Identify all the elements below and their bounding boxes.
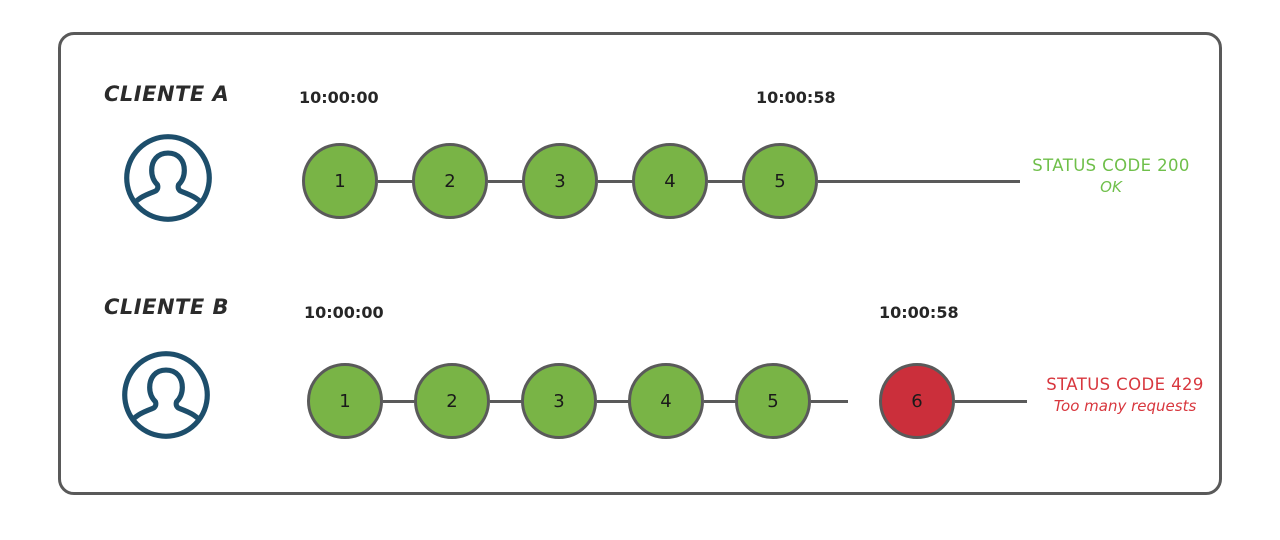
request-node[interactable]: 2 xyxy=(412,143,488,219)
request-node-label: 5 xyxy=(774,170,786,192)
status-code-b: STATUS CODE 429 xyxy=(1046,375,1204,394)
request-node[interactable]: 1 xyxy=(302,143,378,219)
request-node-label: 4 xyxy=(664,170,676,192)
request-node[interactable]: 3 xyxy=(522,143,598,219)
connector xyxy=(811,400,848,403)
request-node-label: 4 xyxy=(660,390,672,412)
request-node[interactable]: 4 xyxy=(632,143,708,219)
request-node-label: 2 xyxy=(446,390,458,412)
connector xyxy=(598,180,636,183)
request-node[interactable]: 4 xyxy=(628,363,704,439)
request-node[interactable]: 3 xyxy=(521,363,597,439)
request-node-label: 6 xyxy=(911,390,923,412)
request-node-label: 3 xyxy=(553,390,565,412)
status-tail-line-a xyxy=(818,180,1020,183)
status-tail-line-b xyxy=(955,400,1027,403)
user-avatar-icon xyxy=(118,347,214,443)
request-node-rejected[interactable]: 6 xyxy=(879,363,955,439)
connector xyxy=(597,400,634,403)
request-node[interactable]: 5 xyxy=(742,143,818,219)
request-node-label: 1 xyxy=(334,170,346,192)
connector xyxy=(704,400,741,403)
request-node-label: 2 xyxy=(444,170,456,192)
timestamp-end-a: 10:00:58 xyxy=(756,88,836,107)
timestamp-start-b: 10:00:00 xyxy=(304,303,384,322)
connector xyxy=(488,180,526,183)
connector xyxy=(383,400,420,403)
request-node-label: 3 xyxy=(554,170,566,192)
connector xyxy=(708,180,746,183)
status-detail-a: OK xyxy=(1100,177,1122,196)
request-node[interactable]: 1 xyxy=(307,363,383,439)
status-badge-a: STATUS CODE 200 OK xyxy=(1026,156,1196,196)
status-badge-b: STATUS CODE 429 Too many requests xyxy=(1029,375,1221,415)
client-label-a: CLIENTE A xyxy=(104,82,230,106)
request-node-label: 1 xyxy=(339,390,351,412)
connector xyxy=(378,180,416,183)
request-node[interactable]: 5 xyxy=(735,363,811,439)
client-label-b: CLIENTE B xyxy=(104,295,230,319)
status-code-a: STATUS CODE 200 xyxy=(1032,156,1190,175)
timestamp-end-b: 10:00:58 xyxy=(879,303,959,322)
connector xyxy=(490,400,527,403)
status-detail-b: Too many requests xyxy=(1053,396,1197,415)
request-node[interactable]: 2 xyxy=(414,363,490,439)
user-avatar-icon xyxy=(120,130,216,226)
request-node-label: 5 xyxy=(767,390,779,412)
timestamp-start-a: 10:00:00 xyxy=(299,88,379,107)
